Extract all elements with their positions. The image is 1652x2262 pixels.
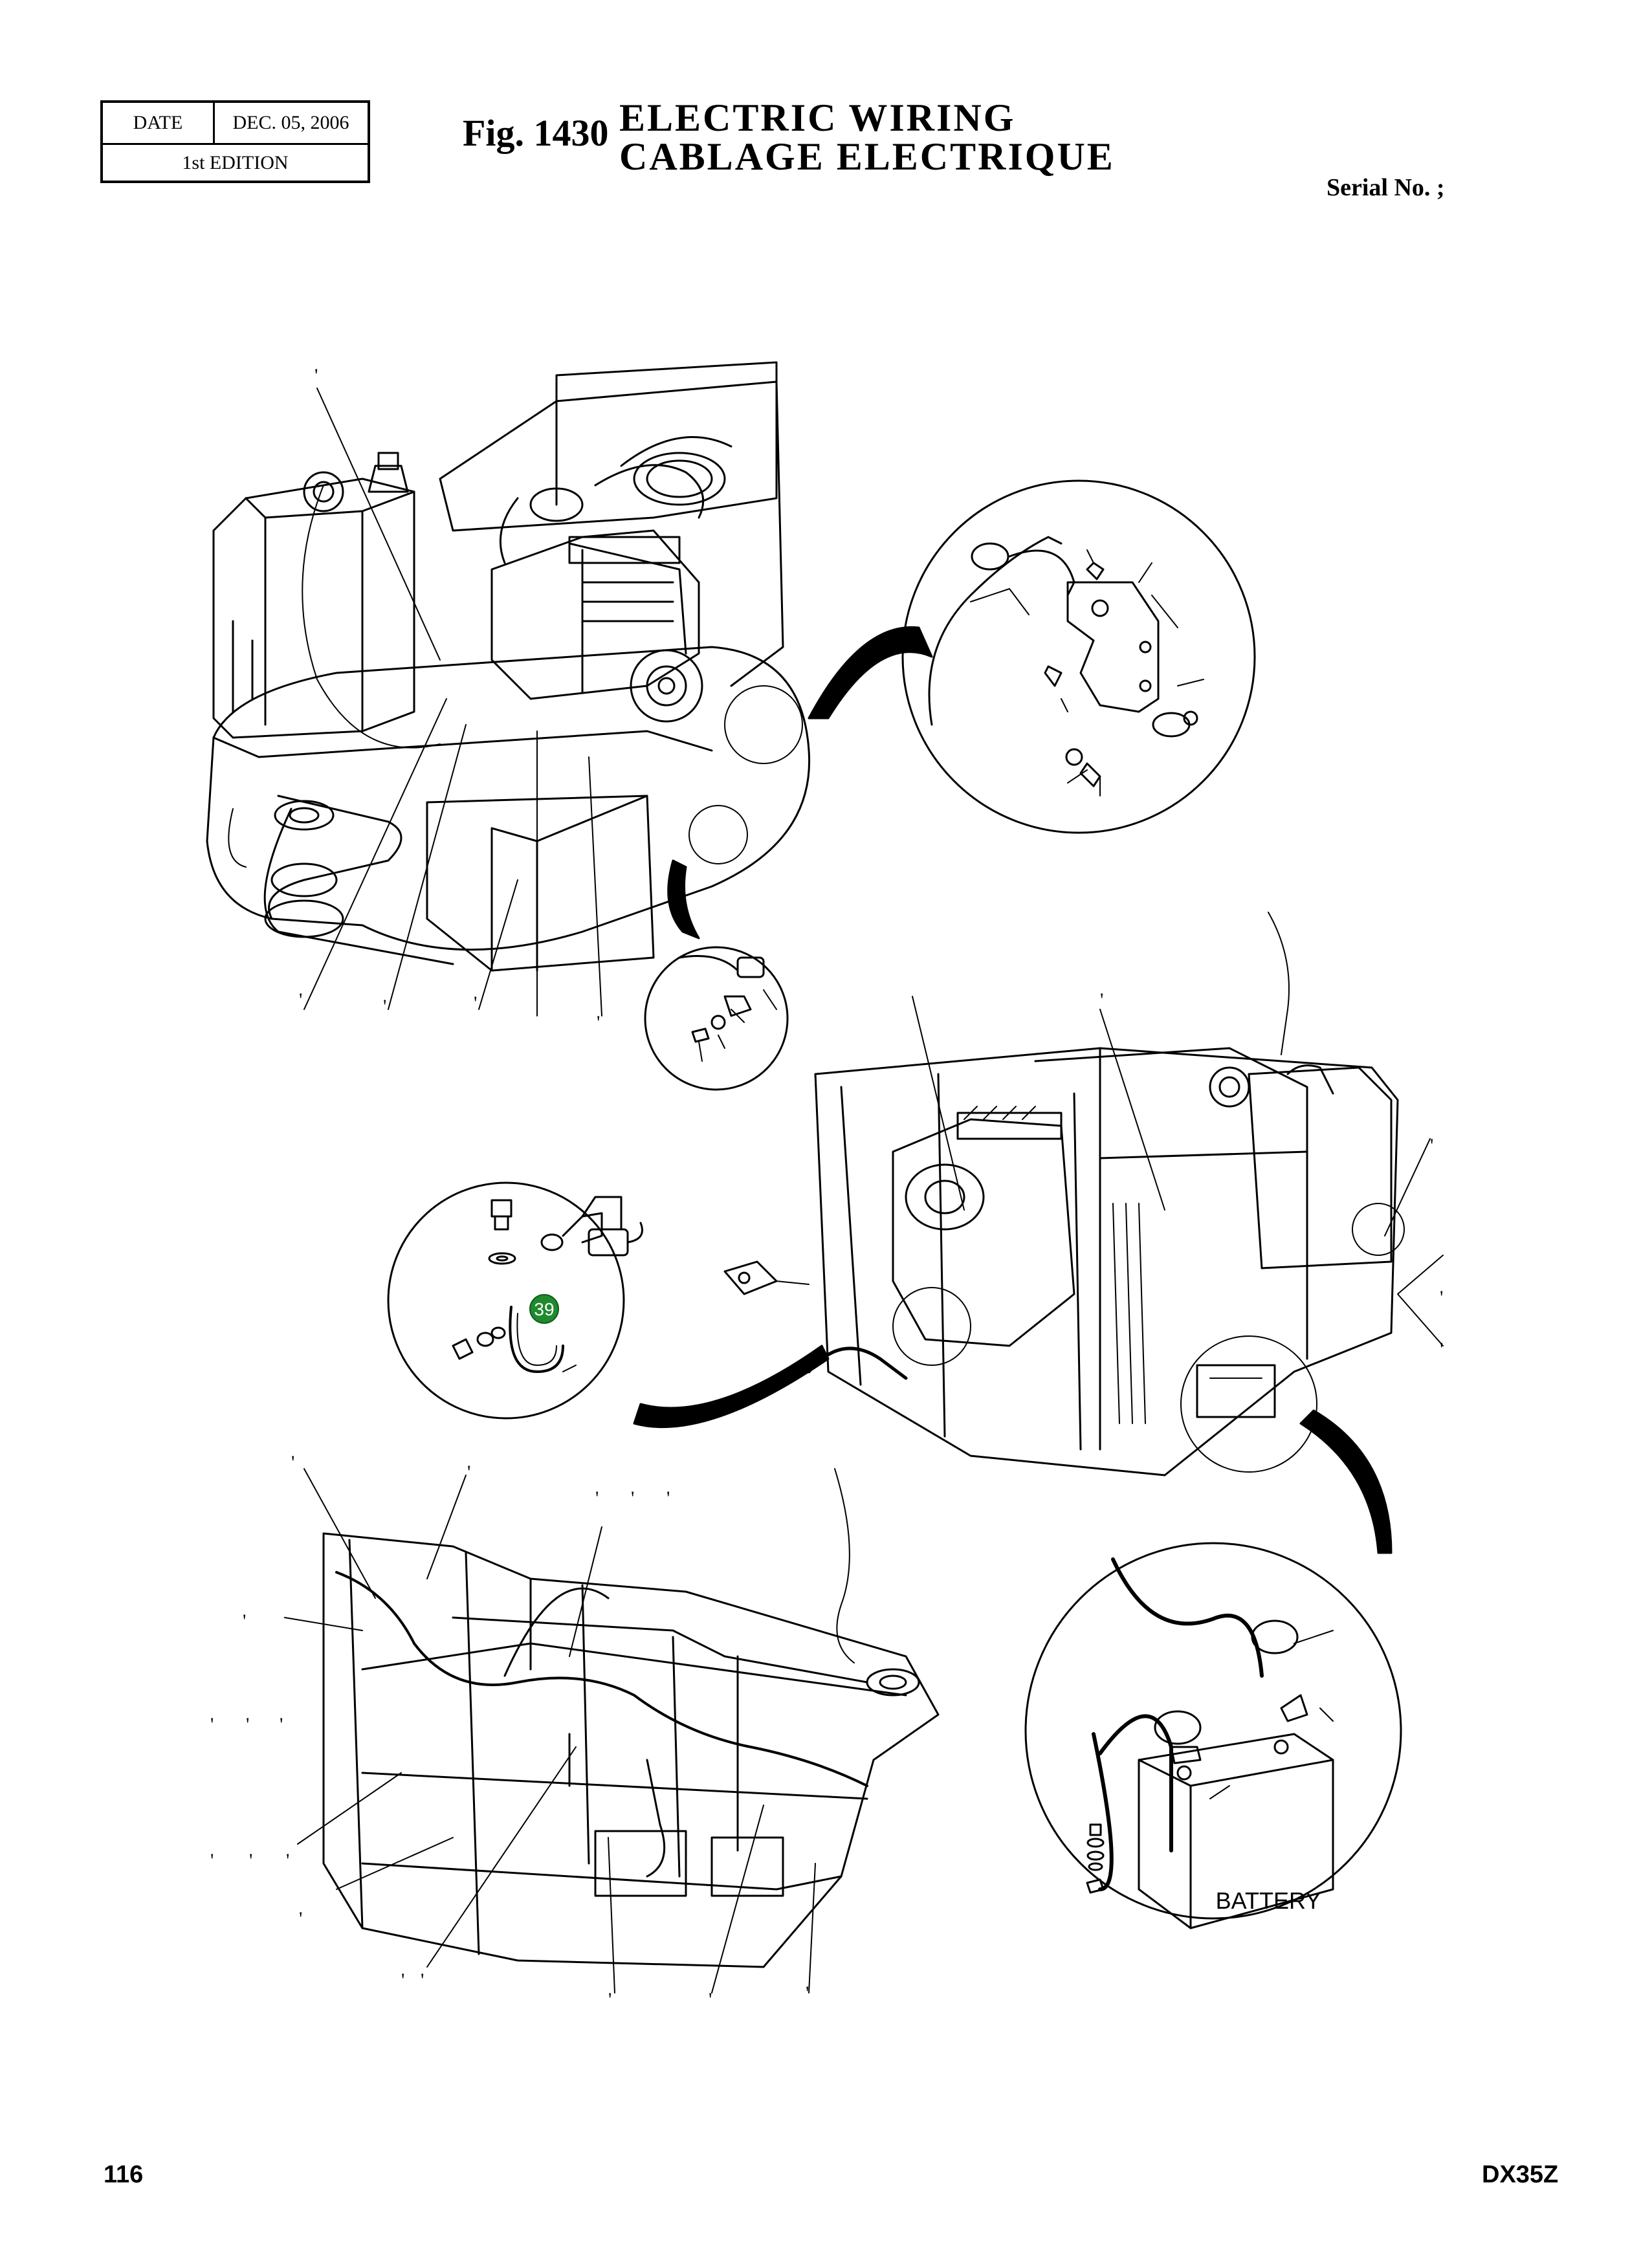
- index-marks: ' ' ' ' ' ' ' ' ' ' ' ' ' ' ' ' ' ' ' ' …: [210, 365, 1443, 2010]
- svg-text:': ': [474, 993, 477, 1014]
- date-row: DATE DEC. 05, 2006: [103, 103, 368, 145]
- svg-text:': ': [299, 989, 302, 1011]
- svg-text:': ': [631, 1488, 634, 1509]
- title-french: CABLAGE ELECTRIQUE: [619, 135, 1115, 178]
- svg-text:': ': [1100, 989, 1103, 1011]
- svg-text:': ': [210, 1850, 214, 1871]
- svg-text:': ': [401, 1970, 404, 1991]
- callout-39: 39: [529, 1294, 559, 1324]
- bracket-part: [723, 1260, 809, 1295]
- date-edition-box: DATE DEC. 05, 2006 1st EDITION: [100, 100, 370, 183]
- detail-circle-connector: [644, 859, 789, 1091]
- model-code: DX35Z: [1482, 2161, 1559, 2188]
- svg-text:': ': [595, 1488, 599, 1509]
- battery-label: BATTERY: [1216, 1887, 1321, 1914]
- svg-text:': ': [421, 1970, 424, 1991]
- svg-text:': ': [314, 365, 318, 386]
- detail-circle-bracket: [808, 479, 1256, 834]
- callout-39-label: 39: [534, 1299, 554, 1319]
- lower-frame-assembly: [284, 1468, 940, 1993]
- svg-text:': ': [467, 1462, 470, 1483]
- page-number: 116: [104, 2161, 144, 2188]
- svg-text:': ': [608, 1989, 611, 2010]
- svg-text:': ': [383, 996, 386, 1017]
- svg-text:': ': [249, 1850, 252, 1871]
- svg-text:': ': [666, 1488, 670, 1509]
- svg-text:': ': [1440, 1339, 1443, 1360]
- date-value: DEC. 05, 2006: [232, 112, 349, 133]
- svg-text:': ': [806, 1982, 809, 2004]
- svg-text:': ': [1440, 1287, 1443, 1308]
- svg-text:': ': [291, 1452, 294, 1473]
- svg-text:': ': [1430, 1135, 1433, 1156]
- figure-number: Fig. 1430: [463, 112, 609, 154]
- svg-text:': ': [243, 1610, 246, 1632]
- serial-number-label: Serial No. ;: [1327, 174, 1445, 201]
- svg-text:': ': [246, 1714, 249, 1735]
- svg-text:': ': [709, 1989, 712, 2010]
- detail-circle-battery: BATTERY: [1024, 1409, 1402, 1929]
- rear-view-assembly: [807, 912, 1444, 1477]
- svg-text:': ': [210, 1714, 214, 1735]
- svg-text:': ': [299, 1908, 302, 1929]
- svg-text:': ': [597, 1012, 600, 1033]
- title-english: ELECTRIC WIRING: [619, 96, 1016, 139]
- engine-frame-assembly-top: [206, 361, 811, 1016]
- svg-text:': ': [286, 1850, 289, 1871]
- detail-circle-ground-bolt: [387, 1181, 830, 1429]
- svg-text:': ': [280, 1714, 283, 1735]
- edition-label: 1st EDITION: [182, 152, 289, 173]
- date-label: DATE: [103, 103, 215, 143]
